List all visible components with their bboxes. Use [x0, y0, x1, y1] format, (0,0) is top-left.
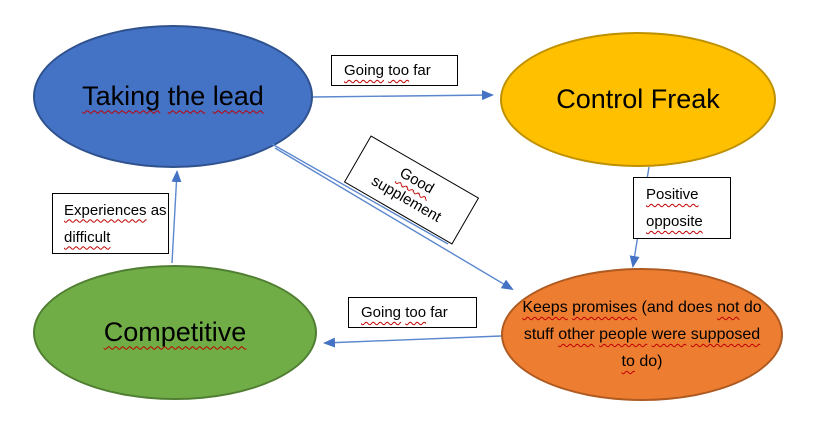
arrow-taking-lead-to-control-freak[interactable]	[312, 90, 494, 101]
edge-label-positive-opposite[interactable]: Positive opposite	[633, 177, 731, 239]
node-keeps-promises[interactable]: Keeps promises (and does not do stuff ot…	[501, 268, 783, 401]
arrow-keeps-promises-to-competitive[interactable]	[323, 335, 502, 348]
node-control-freak[interactable]: Control Freak	[500, 32, 776, 167]
edge-label-experiences-as-difficult-text: Experiences as difficult	[64, 201, 167, 246]
edge-label-going-too-far-top-text: Going too far	[344, 62, 431, 79]
arrow-competitive-to-taking-lead[interactable]	[171, 170, 182, 264]
node-competitive-label: Competitive	[103, 317, 247, 348]
arrow-taking-lead-to-keeps-promises[interactable]	[274, 147, 514, 291]
edge-label-going-too-far-bottom[interactable]: Going too far	[348, 297, 477, 328]
node-taking-the-lead-label: Taking the lead	[82, 81, 264, 112]
edge-label-experiences-as-difficult[interactable]: Experiences as difficult	[52, 193, 169, 254]
node-keeps-promises-label: Keeps promises (and does not do stuff ot…	[522, 299, 762, 370]
node-control-freak-label: Control Freak	[556, 84, 720, 115]
node-competitive[interactable]: Competitive	[33, 265, 317, 400]
node-taking-the-lead[interactable]: Taking the lead	[33, 25, 313, 168]
edge-label-going-too-far-top[interactable]: Going too far	[331, 55, 458, 86]
arrow-taking-lead-to-keeps-promises-segment[interactable]	[271, 143, 449, 245]
edge-label-positive-opposite-text: Positive opposite	[646, 186, 703, 230]
edge-label-going-too-far-bottom-text: Going too far	[361, 304, 448, 321]
